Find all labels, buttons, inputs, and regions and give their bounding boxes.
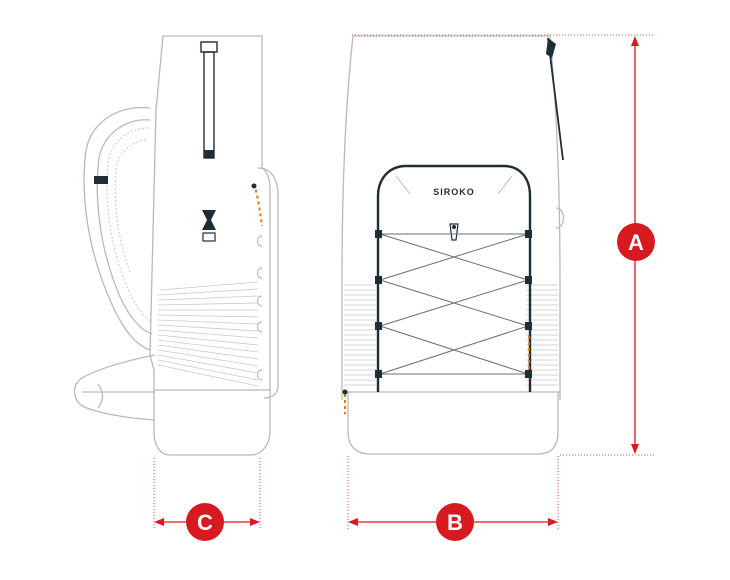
dimension-c-depth: C (153, 458, 261, 541)
top-buckle (200, 41, 218, 53)
side-buckle (202, 210, 216, 230)
dimension-b-badge (436, 503, 474, 541)
side-pocket (257, 167, 279, 399)
rolltop-strap (546, 37, 564, 161)
zipper-pull (449, 223, 459, 241)
dimension-c-label: C (197, 510, 213, 535)
dimension-a-height: A (352, 34, 655, 456)
cord-anchors (375, 230, 532, 378)
shoulder-strap (83, 106, 151, 351)
front-pocket: SIROKO (376, 164, 532, 392)
side-view-stripes (157, 281, 259, 387)
hip-belt (73, 354, 156, 421)
front-orange-accents (342, 336, 530, 414)
dimension-c-badge (186, 503, 224, 541)
brand-label: SIROKO (433, 187, 475, 197)
side-cord-orange (253, 183, 263, 227)
side-view-backpack (73, 35, 279, 456)
dimension-b-label: B (447, 510, 463, 535)
shoulder-strap-inner (96, 119, 153, 335)
side-body (149, 35, 271, 456)
front-view-stripes (344, 284, 558, 386)
strap-mesh (106, 127, 153, 323)
dimension-a-badge (617, 223, 655, 261)
bungee-cord (379, 233, 529, 375)
dimension-b-width: B (347, 456, 559, 541)
strap-buckle (94, 176, 108, 184)
front-pocket-frame (376, 164, 532, 392)
dimension-a-label: A (628, 230, 644, 255)
side-view-hardware (200, 41, 263, 381)
side-compression-strap (203, 51, 215, 159)
front-bottom-base (347, 392, 559, 455)
